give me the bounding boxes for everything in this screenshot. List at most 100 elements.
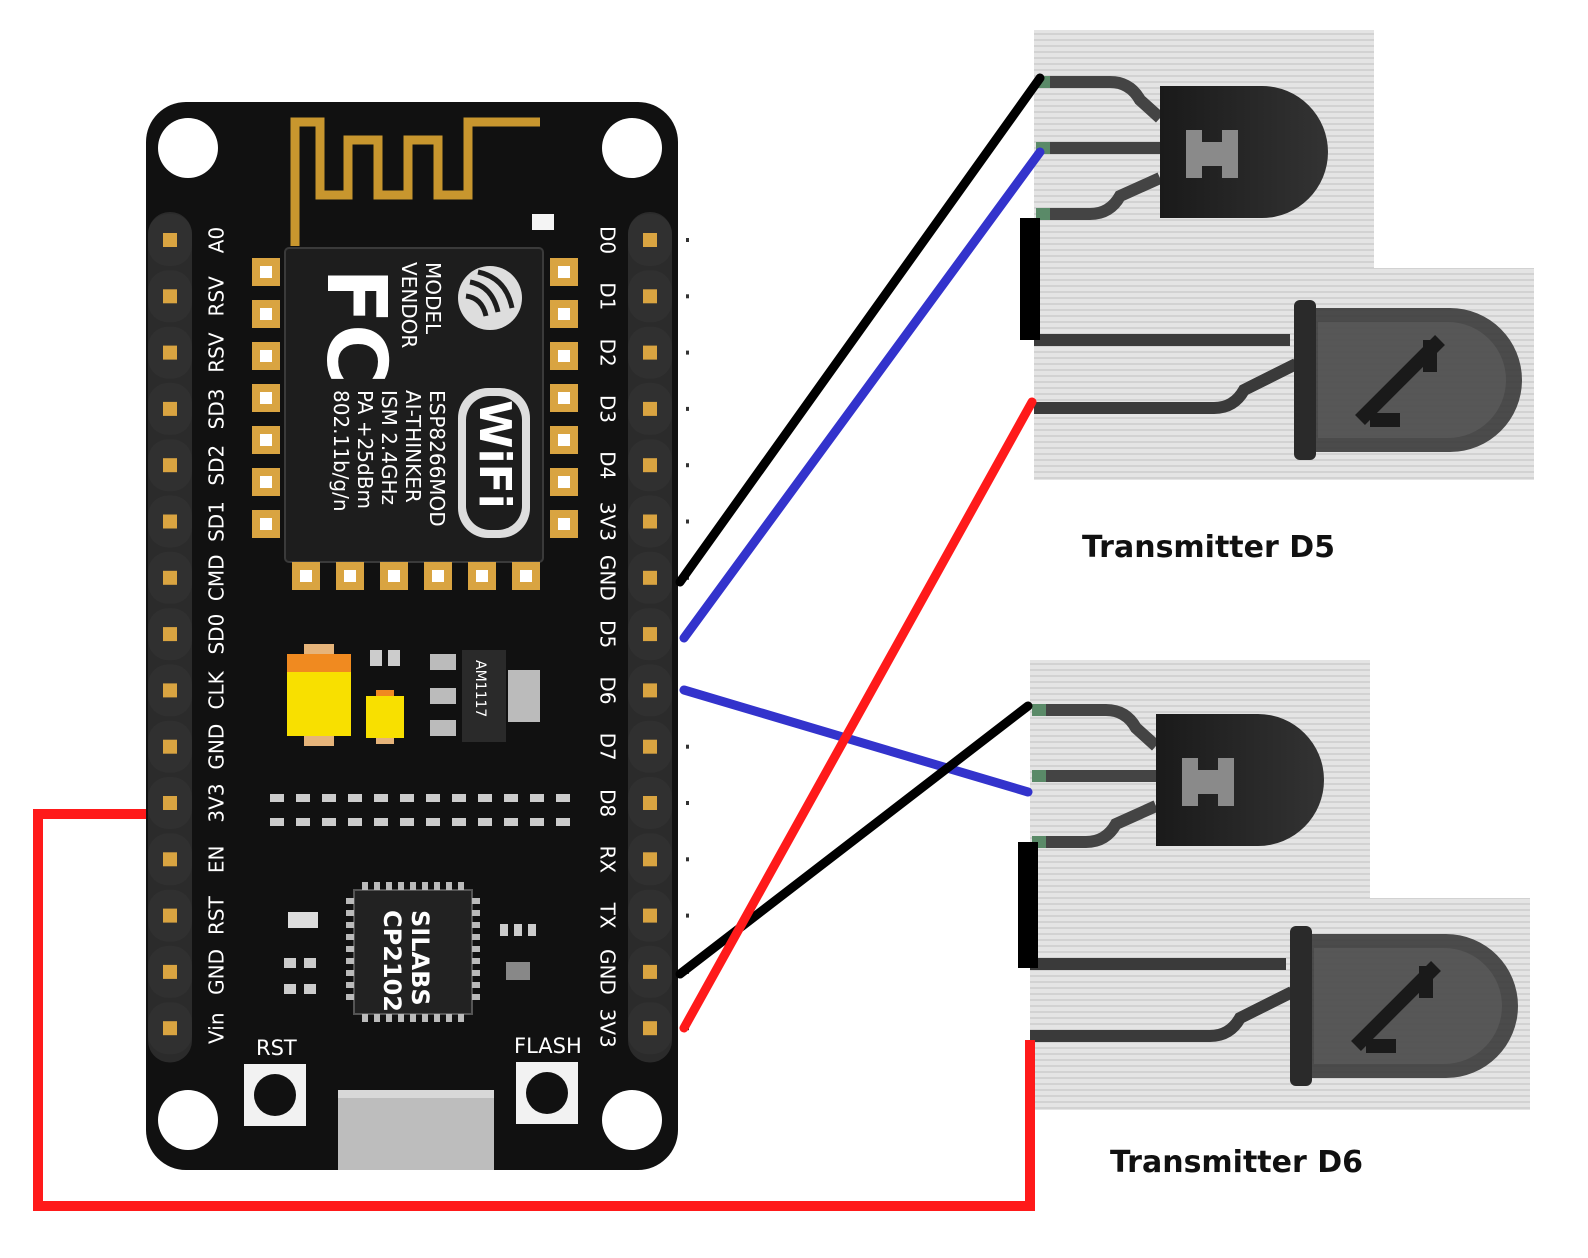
module-line: ISM 2.4GHz <box>377 390 401 505</box>
right-pin-label: RX <box>596 845 620 873</box>
wifi-logo-text: WiFi <box>469 400 520 509</box>
pin-pad <box>163 458 177 473</box>
right-pin-label: 3V3 <box>596 1009 620 1048</box>
pin-pad <box>643 1021 657 1036</box>
antenna-trace <box>290 117 540 246</box>
module-line: MODEL <box>421 262 445 335</box>
left-pin-labels: A0RSVRSVSD3SD2SD1CMDSD0CLKGND3V3ENRSTGND… <box>205 227 229 1044</box>
pin-pad <box>643 627 657 642</box>
pin-pad <box>163 570 177 585</box>
wire-signal-d6 <box>679 685 1033 797</box>
flash-label: FLASH <box>514 1034 582 1058</box>
fc-logo-text: FC <box>308 268 403 384</box>
pin-pad <box>643 908 657 923</box>
left-pin-label: SD2 <box>205 445 229 486</box>
ir-led-body <box>1294 300 1522 460</box>
left-pin-label: RSV <box>205 332 229 373</box>
pin-pad <box>643 739 657 754</box>
right-pin-label: D1 <box>596 282 620 310</box>
smd-resistor <box>370 650 382 666</box>
right-pin-label: D6 <box>596 676 620 704</box>
module-text: MODEL VENDOR ESP8266MOD AI-THINKER ISM 2… <box>329 262 449 527</box>
pin-pad <box>643 345 657 360</box>
right-pin-label: 3V3 <box>596 502 620 541</box>
flash-button[interactable] <box>516 1062 578 1124</box>
pin-pad <box>163 739 177 754</box>
chip-label: SILABS <box>406 910 434 1006</box>
right-pin-label: D8 <box>596 789 620 817</box>
left-pin-label: CLK <box>205 670 229 709</box>
rst-label: RST <box>256 1036 297 1060</box>
led-indicator <box>532 214 554 230</box>
pin-pad <box>163 908 177 923</box>
rst-button[interactable] <box>244 1064 306 1126</box>
pin-pad <box>643 852 657 867</box>
module-line: VENDOR <box>397 262 421 348</box>
left-pin-label: CMD <box>205 554 229 601</box>
pin-pad <box>163 852 177 867</box>
left-pin-label: A0 <box>205 227 229 253</box>
pin-pad <box>163 796 177 810</box>
fc-logo: FC <box>308 268 403 384</box>
mount-hole <box>158 1090 218 1150</box>
pin-pad <box>163 345 177 360</box>
mount-hole <box>602 118 662 178</box>
module-line: 802.11b/g/n <box>329 390 353 512</box>
small-capacitor <box>366 690 404 744</box>
ir-led-body <box>1290 926 1518 1086</box>
module-line: PA +25dBm <box>353 390 377 509</box>
pin-pad <box>163 233 177 247</box>
pin-pad <box>643 289 657 304</box>
pin-pad <box>163 683 177 698</box>
right-pin-label: D0 <box>596 226 620 254</box>
left-pin-label: RST <box>205 895 229 935</box>
wires <box>33 73 1045 1211</box>
right-pin-label: GND <box>596 949 620 995</box>
right-pin-label: GND <box>596 555 620 601</box>
usb-port <box>338 1090 494 1170</box>
nodemcu-board: FC MODEL VENDOR ESP8266MOD AI-THINKER IS… <box>146 102 678 1170</box>
left-pin-label: GND <box>205 724 229 770</box>
right-pin-label: D3 <box>596 395 620 423</box>
wire-power-d6 <box>33 809 1035 1211</box>
pin-pad <box>163 627 177 642</box>
transmitter-d6 <box>1018 660 1530 1110</box>
pin-pad <box>643 683 657 698</box>
pin-pad <box>163 401 177 416</box>
voltage-regulator: AM1117 <box>430 650 540 742</box>
pin-pad <box>163 289 177 304</box>
smd-resistor <box>388 650 400 666</box>
pin-pad <box>163 1021 177 1036</box>
pin-pad <box>643 796 657 810</box>
right-pin-header <box>628 212 672 1063</box>
module-line: AI-THINKER <box>401 390 425 503</box>
left-pin-header <box>148 212 192 1063</box>
right-pin-label: D7 <box>596 733 620 761</box>
mount-hole <box>158 118 218 178</box>
pin-pad <box>643 401 657 416</box>
pin-pad <box>643 458 657 473</box>
pin-pad <box>643 514 657 529</box>
left-pin-label: SD3 <box>205 388 229 429</box>
pin-pad <box>643 570 657 585</box>
smd-passive-rows <box>270 794 570 826</box>
pin-pad <box>643 964 657 979</box>
wire-gnd-d5 <box>675 73 1045 587</box>
right-pin-label: D2 <box>596 339 620 367</box>
right-pin-label: D4 <box>596 451 620 479</box>
regulator-label: AM1117 <box>472 660 488 717</box>
left-pin-label: GND <box>205 949 229 995</box>
transmitter-d5-caption: Transmitter D5 <box>1082 530 1336 565</box>
module-pads <box>252 258 578 590</box>
ir-receiver-body <box>1160 86 1328 218</box>
left-pin-label: RSV <box>205 276 229 317</box>
module-line: ESP8266MOD <box>425 390 449 527</box>
left-pin-label: EN <box>205 845 229 873</box>
pin-pad <box>163 514 177 529</box>
pin-pad <box>163 964 177 979</box>
left-pin-label: Vin <box>205 1012 229 1043</box>
ir-receiver-body <box>1156 714 1324 846</box>
wire-signal-d5 <box>679 147 1045 643</box>
